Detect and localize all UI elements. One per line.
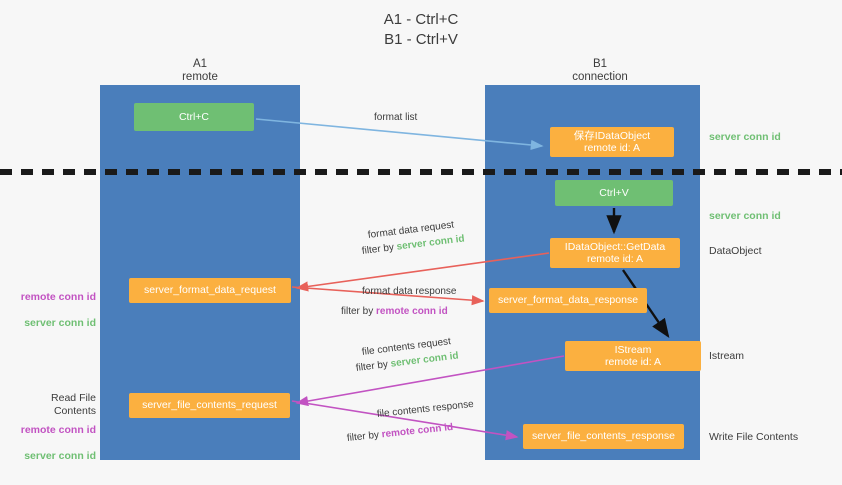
edge-label-format-data-response-filter: filter by remote conn id [341,305,448,319]
label-conn-ids-file: remote conn id server conn id [8,411,96,463]
filter-prefix: filter by [346,429,383,444]
lane-header-b1: B1 connection [572,58,628,83]
label-istream: Istream [709,350,745,362]
filter-prefix: filter by [355,358,392,374]
page-title: A1 - Ctrl+C B1 - Ctrl+V [383,11,459,48]
edge-label-format-data-response: format data response [362,286,457,297]
filter-value-remote-conn-id: remote conn id [376,306,448,317]
label-server-conn-id: server conn id [24,317,96,329]
label-conn-ids-format: remote conn id server conn id [8,278,96,330]
label-read-file-contents: Read File Contents [51,392,96,417]
box-save-idataobject[interactable]: 保存IDataObject remote id: A [550,127,674,157]
box-idataobject-getdata[interactable]: IDataObject::GetData remote id: A [550,238,680,268]
edge-label-format-list: format list [374,112,418,123]
edge-label-file-contents-response: file contents response [376,398,475,420]
label-server-conn-id-top: server conn id [709,131,781,143]
label-server-conn-id-mid: server conn id [709,210,781,222]
label-remote-conn-id: remote conn id [20,291,96,303]
box-ctrl-v[interactable]: Ctrl+V [555,180,673,206]
lane-header-a1: A1 remote [182,58,218,83]
filter-prefix: filter by [341,306,377,317]
box-ctrl-c[interactable]: Ctrl+C [134,103,254,131]
box-server-format-data-response[interactable]: server_format_data_response [489,288,647,313]
filter-value-remote-conn-id: remote conn id [381,421,454,441]
box-istream[interactable]: IStream remote id: A [565,341,701,371]
box-server-file-contents-response[interactable]: server_file_contents_response [523,424,684,449]
label-dataobject: DataObject [709,245,762,257]
box-server-format-data-request[interactable]: server_format_data_request [129,278,291,303]
edge-label-file-contents-response-filter: filter by remote conn id [346,421,454,446]
label-write-file-contents: Write File Contents [709,431,799,443]
filter-prefix: filter by [361,241,398,257]
label-server-conn-id: server conn id [24,450,96,462]
box-server-file-contents-request[interactable]: server_file_contents_request [129,393,290,418]
label-remote-conn-id: remote conn id [20,424,96,436]
